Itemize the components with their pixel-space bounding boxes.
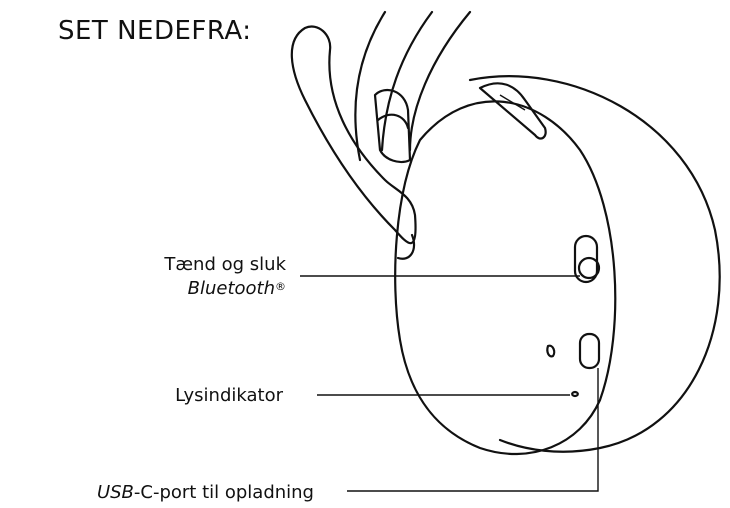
- microphone-boom: [292, 27, 416, 244]
- label-bluetooth-word: Bluetooth: [188, 278, 275, 299]
- label-bluetooth-line2: Bluetooth®: [164, 277, 286, 301]
- label-usb-italic: USB: [97, 482, 134, 503]
- usb-c-port: [580, 334, 599, 368]
- indicator-light: [572, 392, 578, 396]
- label-usb: USB-C-port til opladning: [97, 481, 314, 505]
- microphone-hole: [547, 346, 554, 357]
- hinge-detail: [378, 115, 408, 128]
- earcup-shell: [395, 101, 615, 454]
- microphone-boom-tip: [398, 235, 414, 259]
- registered-mark: ®: [275, 280, 286, 293]
- headband-arc: [382, 12, 432, 150]
- label-bluetooth: Tænd og sluk Bluetooth®: [164, 253, 286, 301]
- hinge: [375, 90, 410, 162]
- leader-line-usb: [347, 368, 598, 491]
- label-indicator: Lysindikator: [175, 384, 283, 408]
- label-usb-rest: -C-port til opladning: [134, 482, 314, 503]
- label-bluetooth-line1: Tænd og sluk: [164, 253, 286, 277]
- headband-arc: [355, 12, 385, 160]
